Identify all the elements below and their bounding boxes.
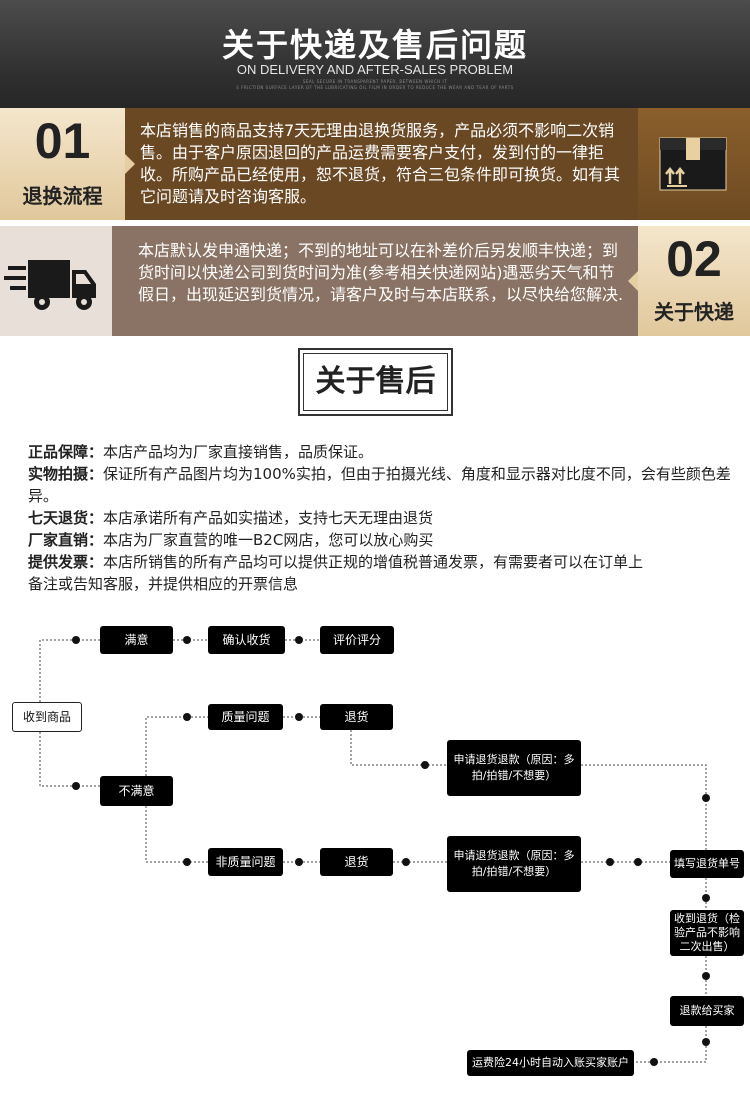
flow-node-non-quality-issue: 非质量问题 — [208, 848, 283, 876]
info-line: 正品保障：本店产品均为厂家直接销售，品质保证。 — [28, 441, 746, 463]
delivery-truck-icon — [0, 260, 112, 340]
info-desc: 本店承诺所有产品如实描述，支持七天无理由退货 — [103, 509, 434, 527]
section-label: 退换流程 — [22, 184, 103, 208]
section-label: 关于快递 — [654, 300, 734, 324]
flow-connectors — [39, 636, 710, 1066]
flow-node-satisfied: 满意 — [100, 626, 173, 654]
after-sales-info: 正品保障：本店产品均为厂家直接销售，品质保证。 实物拍摄：保证所有产品图片均为1… — [28, 441, 746, 595]
section-number: 02 — [666, 231, 722, 287]
after-sales-title: 关于售后 — [303, 353, 448, 411]
info-term: 厂家直销： — [28, 531, 104, 549]
section-divider — [0, 220, 750, 226]
flow-node-shipping-insurance: 运费险24小时自动入账买家账户 — [467, 1050, 634, 1076]
info-term: 正品保障： — [28, 443, 104, 461]
flow-node-refund-buyer: 退款给买家 — [670, 996, 744, 1026]
section-badge-01: 01 退换流程 — [0, 108, 125, 220]
package-box-icon — [638, 137, 750, 224]
page-header: 关于快递及售后问题 ON DELIVERY AND AFTER-SALES PR… — [0, 0, 750, 108]
flow-node-fill-tracking: 填写退货单号 — [670, 850, 744, 878]
info-desc: 本店为厂家直营的唯一B2C网店，您可以放心购买 — [103, 531, 434, 549]
return-exchange-section: 01 退换流程 本店销售的商品支持7天无理由退换货服务，产品必须不影响二次销售。… — [0, 108, 750, 220]
flow-node-unsatisfied: 不满意 — [100, 776, 173, 806]
section-text: 本店默认发申通快递；不到的地址可以在补差价后另发顺丰快递；到货时间以快递公司到货… — [138, 241, 624, 304]
badge-pointer — [628, 271, 638, 291]
info-line: 实物拍摄：保证所有产品图片均为100%实拍，但由于拍摄光线、角度和显示器对比度不… — [28, 463, 746, 507]
info-desc: 本店所销售的所有产品均可以提供正规的增值税普通发票，有需要者可以在订单上备注或告… — [28, 553, 644, 593]
header-fine-print-1: SEAL SECURE IN TRANSPARENT PAPER, BETWEE… — [302, 79, 448, 84]
flow-node-confirm-receipt: 确认收货 — [208, 626, 285, 654]
flow-node-receive: 收到商品 — [12, 702, 82, 732]
header-title: 关于快递及售后问题 — [221, 26, 528, 64]
info-line: 厂家直销：本店为厂家直营的唯一B2C网店，您可以放心购买 — [28, 529, 746, 551]
info-term: 七天退货： — [28, 509, 104, 527]
section-icon-box — [638, 108, 750, 220]
flow-node-review: 评价评分 — [320, 626, 394, 654]
flow-node-quality-issue: 质量问题 — [208, 704, 283, 730]
flow-node-refund-request: 申请退货退款（原因：多拍/拍错/不想要） — [447, 836, 581, 892]
section-text: 本店销售的商品支持7天无理由退换货服务，产品必须不影响二次销售。由于客户原因退回… — [140, 121, 621, 206]
section-icon-box — [0, 226, 112, 336]
header-fine-print-2: S FRICTION SURFACE LAYER OF THE LUBRICAT… — [236, 85, 514, 90]
info-term: 实物拍摄： — [28, 465, 104, 483]
info-term: 提供发票： — [28, 553, 104, 571]
info-line: 提供发票：本店所销售的所有产品均可以提供正规的增值税普通发票，有需要者可以在订单… — [28, 551, 658, 595]
after-sales-title-box: 关于售后 — [298, 348, 453, 416]
flow-node-return: 退货 — [320, 848, 393, 876]
delivery-section: 本店默认发申通快递；不到的地址可以在补差价后另发顺丰快递；到货时间以快递公司到货… — [0, 226, 750, 336]
flow-node-return: 退货 — [320, 704, 393, 730]
info-desc: 本店产品均为厂家直接销售，品质保证。 — [103, 443, 374, 461]
info-line: 七天退货：本店承诺所有产品如实描述，支持七天无理由退货 — [28, 507, 746, 529]
flow-node-refund-request: 申请退货退款（原因：多拍/拍错/不想要） — [447, 740, 581, 796]
flow-node-receive-return: 收到退货（检验产品不影响二次出售） — [670, 910, 744, 956]
section-number: 01 — [34, 113, 91, 169]
info-desc: 保证所有产品图片均为100%实拍，但由于拍摄光线、角度和显示器对比度不同，会有些… — [28, 465, 731, 505]
section-badge-02: 02 关于快递 — [638, 226, 750, 336]
badge-pointer — [125, 154, 135, 174]
return-flowchart: 收到商品 满意 确认收货 评价评分 不满意 质量问题 退货 申请退货退款（原因：… — [0, 600, 750, 1100]
header-subtitle: ON DELIVERY AND AFTER-SALES PROBLEM — [236, 62, 514, 77]
